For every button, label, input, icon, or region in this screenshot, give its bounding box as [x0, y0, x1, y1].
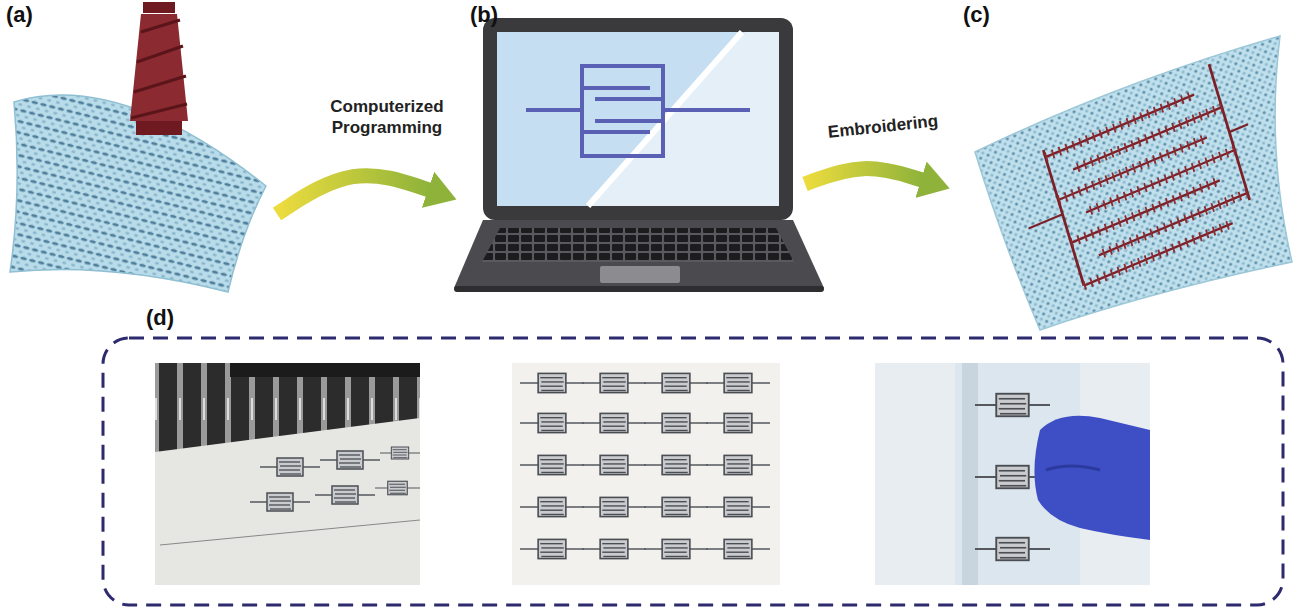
photo-embroidery-machine: [260, 458, 320, 476]
embroidered-electrode: [1005, 56, 1273, 299]
electrode-pattern: [663, 108, 748, 112]
laptop: [454, 220, 824, 288]
photo-embroidery-machine: [155, 363, 420, 585]
photo-sensor-array: [582, 413, 646, 432]
laptop: [454, 286, 824, 292]
laptop: [483, 18, 793, 220]
photo-sensor-array: [520, 539, 584, 558]
photo-embroidery-machine: [380, 447, 420, 459]
photo-rolled-fabric: [875, 363, 1150, 585]
arrow-label: Embroidering: [807, 108, 958, 145]
electrode-pattern: [582, 64, 663, 68]
embroidered-fabric: [975, 36, 1292, 330]
electrode-pattern: [580, 66, 584, 156]
photo-sensor-array: [644, 413, 708, 432]
photo-sensor-array: [644, 373, 708, 392]
electrode-pattern: [582, 130, 648, 134]
photo-sensor-array: [520, 455, 584, 474]
embroidered-electrode: [1045, 86, 1254, 286]
photo-sensor-array: [706, 539, 770, 558]
panel-label: (a): [6, 2, 33, 28]
photo-sensor-array: [520, 413, 584, 432]
photo-rolled-fabric: [975, 538, 1050, 561]
process-arrow: [805, 169, 922, 184]
electrode-pattern: [528, 108, 582, 112]
photo-sensor-array: [644, 539, 708, 558]
electrode-pattern: [582, 86, 648, 90]
photo-rolled-fabric: [962, 363, 978, 585]
laptop: [454, 18, 824, 292]
laptop: [497, 32, 779, 206]
photo-embroidery-machine: [160, 520, 420, 545]
photo-sensor-array: [706, 455, 770, 474]
thread-spool: [130, 14, 188, 121]
photo-sensor-array: [644, 455, 708, 474]
embroidered-electrode: [1005, 56, 1273, 299]
electrode-pattern: [661, 66, 665, 156]
panel: (a): [4, 0, 274, 298]
photo-rolled-fabric: [1046, 466, 1100, 470]
fabric-sheet: [10, 95, 266, 292]
fabric-sheet: [10, 95, 266, 292]
thread-spool: [131, 20, 187, 118]
electrode-pattern: [597, 97, 663, 101]
photo-sensor-array: [520, 497, 584, 516]
photo-panel: (d): [100, 303, 1288, 608]
photo-sensor-array: [706, 497, 770, 516]
photo-embroidery-machine: [155, 363, 420, 585]
photo-sensor-array: [512, 363, 780, 585]
electrode-pattern: [582, 154, 663, 158]
thread-spool: [143, 2, 175, 13]
photo-sensor-array: [582, 497, 646, 516]
panel-label: (d): [146, 305, 174, 331]
laptop: [482, 228, 794, 262]
photo-sensor-array: [644, 497, 708, 516]
dashed-frame: [103, 338, 1283, 605]
photo-sensor-array: [582, 373, 646, 392]
panel-label: (c): [963, 2, 990, 28]
photo-sensor-array: [512, 363, 780, 585]
electrode-pattern: [597, 119, 663, 123]
embroidered-electrode: [1045, 86, 1254, 286]
photo-embroidery-machine: [230, 363, 420, 377]
photo-sensor-array: [520, 373, 584, 392]
laptop: [600, 266, 680, 283]
panel-label: (b): [470, 2, 498, 28]
photo-rolled-fabric: [875, 363, 1150, 585]
photo-sensor-array: [582, 539, 646, 558]
photo-embroidery-machine: [320, 451, 380, 469]
photo-sensor-array: [582, 455, 646, 474]
electrode-pattern: [528, 66, 748, 156]
photo-sensor-array: [706, 373, 770, 392]
panel: (c): [955, 0, 1294, 298]
panel: (b): [462, 0, 802, 298]
photo-rolled-fabric: [1034, 416, 1150, 540]
embroidered-electrode: [1005, 56, 1273, 299]
arrow-label: Computerized Programming: [318, 96, 456, 139]
photo-embroidery-machine: [375, 481, 420, 495]
thread-spool: [130, 2, 188, 135]
photo-rolled-fabric: [975, 394, 1050, 417]
photo-embroidery-machine: [250, 493, 310, 511]
embroidered-fabric: [975, 36, 1292, 330]
photo-embroidery-machine: [315, 486, 375, 504]
photo-embroidery-machine: [155, 363, 420, 452]
thread-spool: [136, 121, 182, 135]
photo-sensor-array: [706, 413, 770, 432]
laptop: [590, 32, 779, 206]
laptop: [588, 32, 742, 206]
process-arrow: [277, 176, 429, 214]
